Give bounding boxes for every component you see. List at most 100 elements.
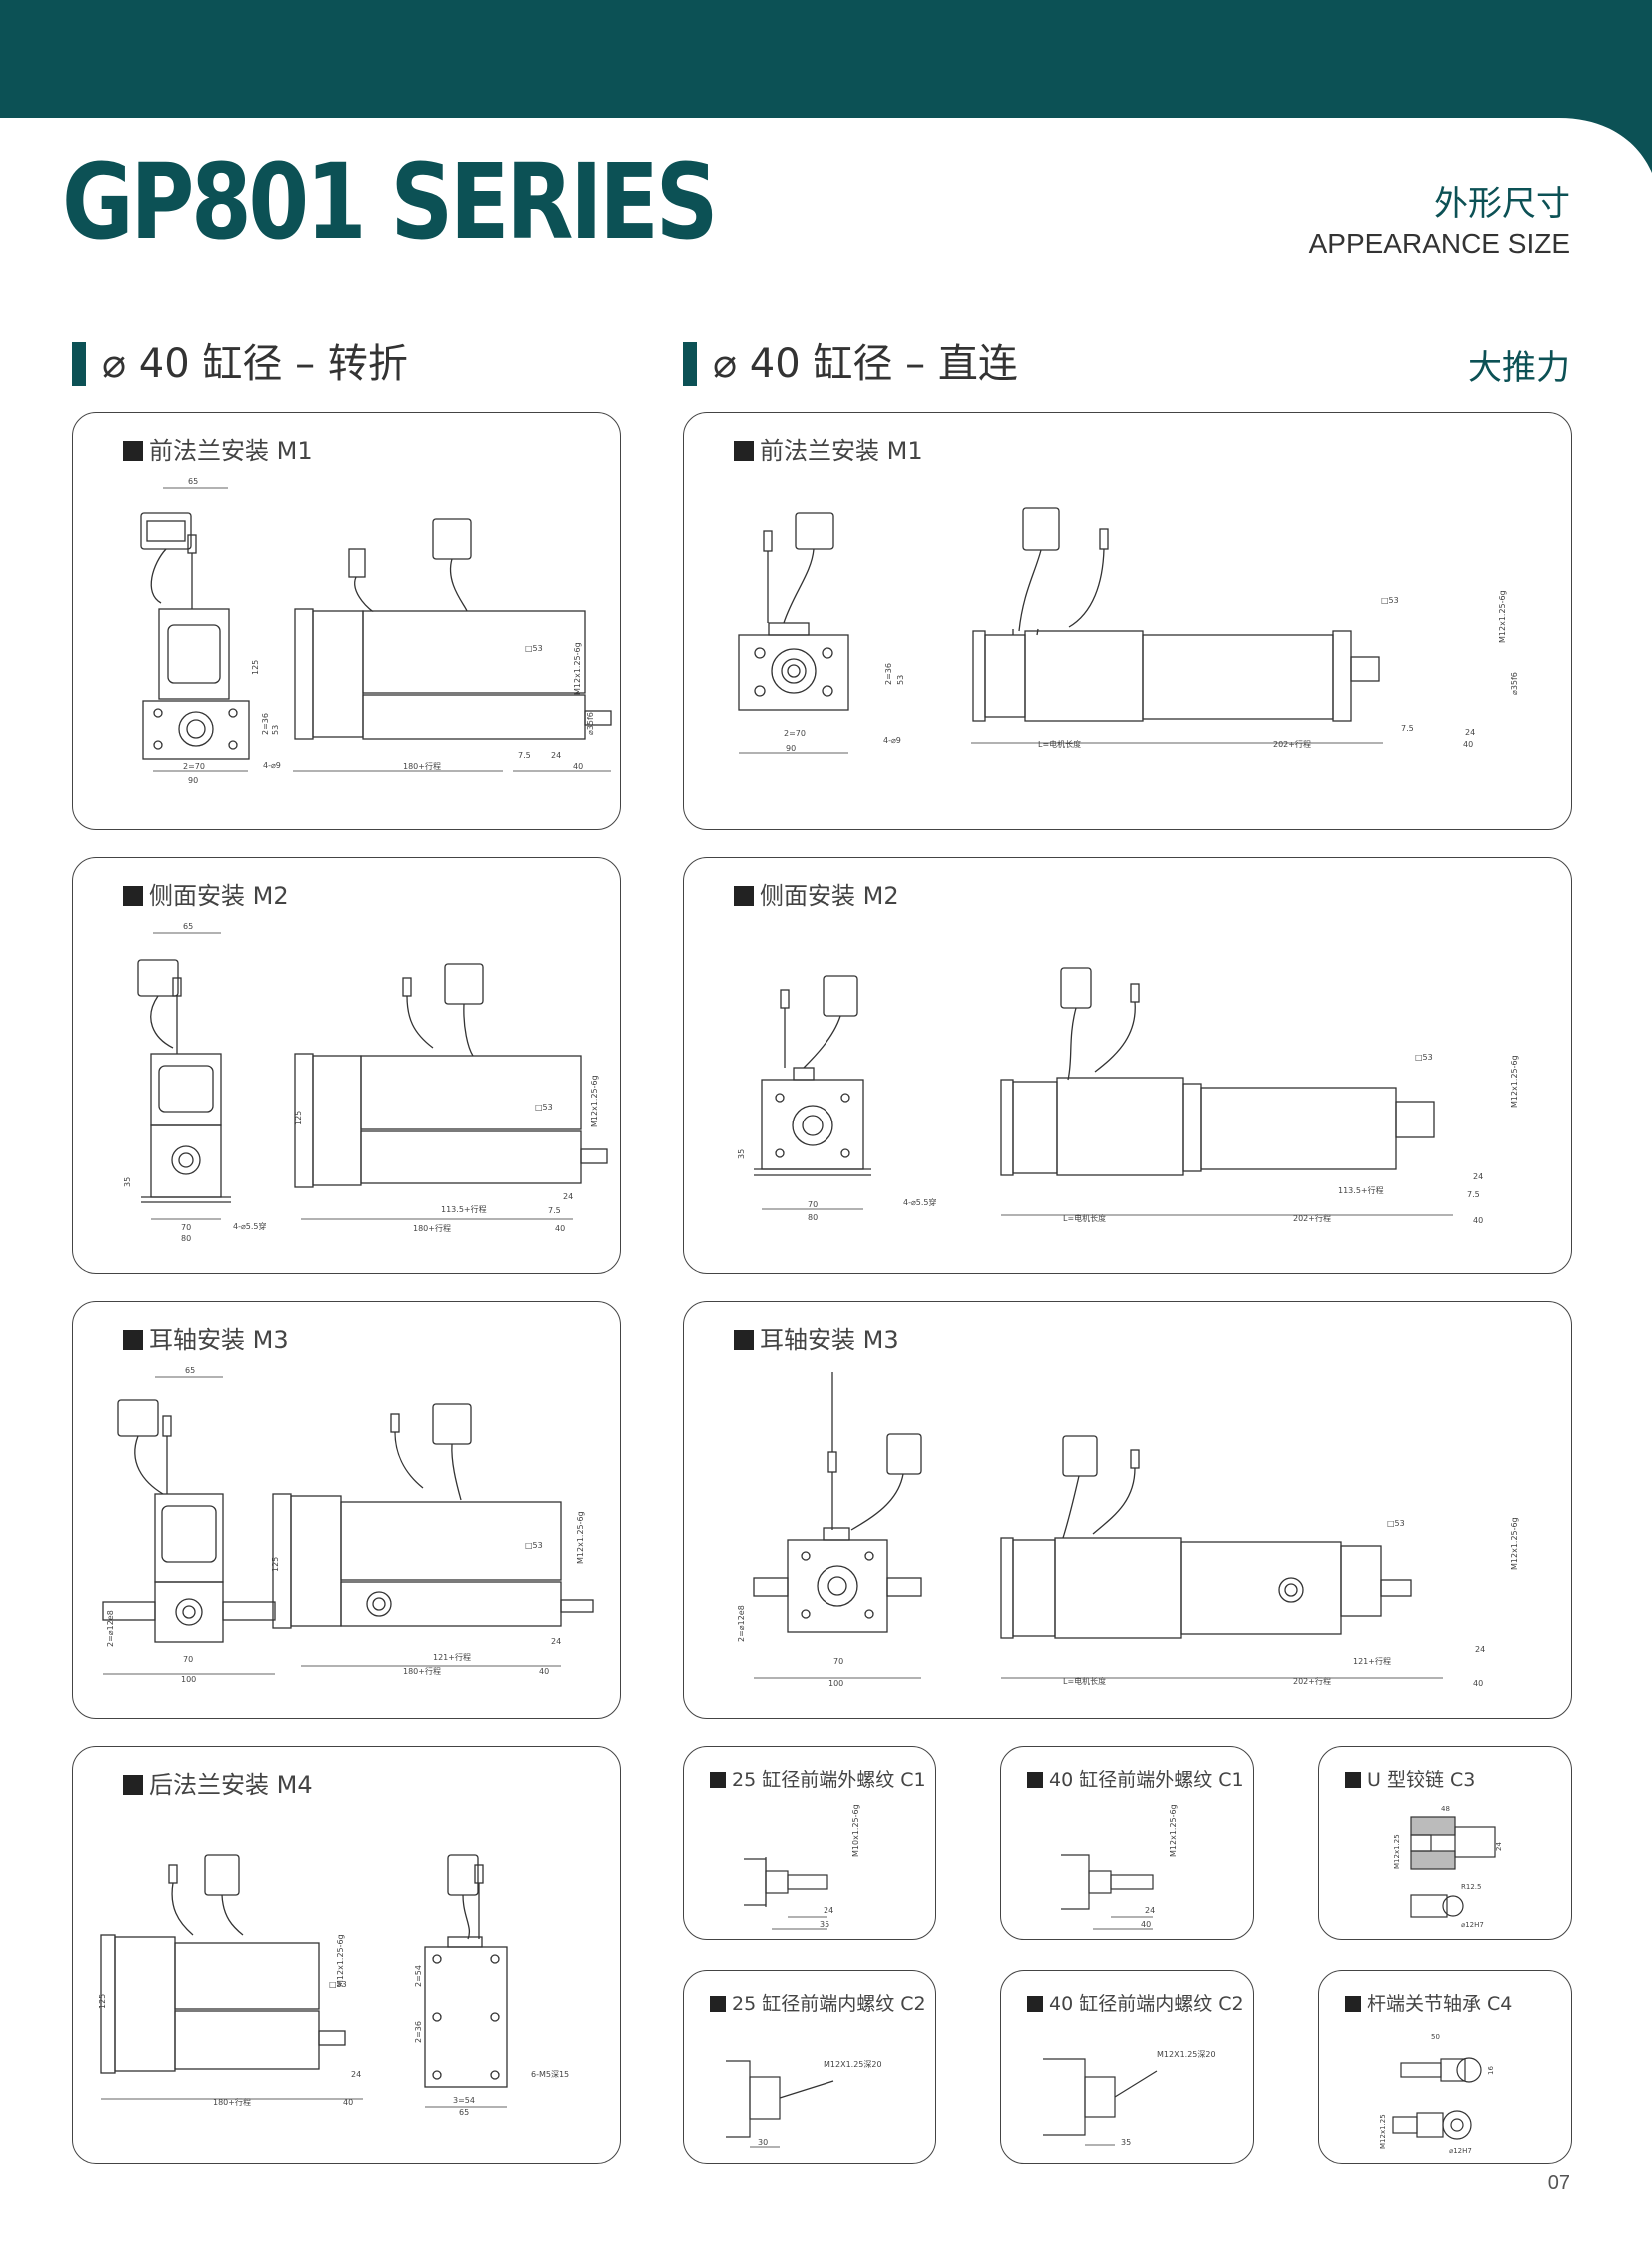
dim-text: 2=36 (414, 2021, 423, 2043)
drawing-c1-25: M10x1.25-6g 24 35 (744, 1804, 860, 1930)
dim-text: 90 (786, 744, 796, 753)
dim-text: 40 (1141, 1920, 1151, 1929)
bullet-square (1345, 1772, 1361, 1788)
dim-text: 53 (896, 675, 905, 685)
dim-text: 202+行程 (1273, 739, 1311, 749)
drawing-m1-direct: 2=36 53 2=70 90 4-⌀9 □53 M12x1.25-6g ⌀35… (738, 507, 1519, 754)
dim-text: M12x1.25-6g (1510, 1055, 1519, 1108)
card-c1-25: M10x1.25-6g 24 35 25 缸径前端外螺纹 C1 (683, 1746, 936, 1940)
card-c1-40: M12x1.25-6g 24 40 40 缸径前端外螺纹 C1 (1000, 1746, 1254, 1940)
bullet-square (123, 1330, 143, 1350)
card-label-text: U 型铰链 C3 (1367, 1769, 1476, 1791)
card-label-text: 前法兰安装 M1 (760, 437, 923, 465)
dim-text: 24 (1473, 1172, 1483, 1181)
page-title: GP801 SERIES (62, 141, 719, 263)
dim-text: M12x1.25-6g (1510, 1517, 1519, 1570)
card-label: 25 缸径前端外螺纹 C1 (710, 1765, 926, 1792)
bullet-square (123, 1775, 143, 1795)
card-m1-fold: 65 125 2=36 53 2=70 90 4-⌀9 □53 M12x1.25… (72, 412, 621, 830)
dim-text: 121+行程 (433, 1652, 471, 1662)
bullet-square (710, 1996, 726, 2012)
dim-text: □53 (525, 644, 543, 653)
dim-text: 100 (181, 1675, 196, 1684)
dim-text: 50 (1431, 2033, 1440, 2041)
dim-text: 24 (551, 751, 561, 760)
header-bar (0, 0, 1652, 118)
card-label: 侧面安装 M2 (123, 876, 289, 911)
card-label: 后法兰安装 M4 (123, 1765, 313, 1800)
dim-text: 65 (183, 922, 193, 931)
card-label-text: 40 缸径前端内螺纹 C2 (1049, 1993, 1244, 2015)
dim-text: 53 (271, 725, 280, 735)
dim-text: 30 (758, 2138, 768, 2147)
dim-text: R12.5 (1461, 1883, 1481, 1891)
dim-text: 3=54 (453, 2096, 475, 2105)
card-label: U 型铰链 C3 (1345, 1765, 1475, 1792)
dim-text: 80 (181, 1234, 191, 1243)
bullet-square (734, 441, 754, 461)
dim-text: 2=70 (183, 762, 205, 771)
dim-text: 100 (828, 1679, 843, 1688)
drawing-c2-40: M12X1.25深20 35 (1043, 2050, 1216, 2147)
card-label: 前法兰安装 M1 (734, 431, 923, 466)
dim-text: 202+行程 (1293, 1676, 1331, 1686)
section-label-right: ⌀ 40 缸径 – 直连 (713, 341, 1018, 387)
section-marker (72, 342, 86, 386)
drawing-c3: 48 24 M12x1.25 R12.5 ⌀12H7 (1393, 1805, 1503, 1929)
bullet-square (1027, 1772, 1043, 1788)
card-c4: 50 16 M12x1.25 ⌀12H7 杆端关节轴承 C4 (1318, 1970, 1572, 2164)
dim-text: L=电机长度 (1063, 1676, 1106, 1686)
header-corner-curve (1559, 110, 1652, 174)
drawing-m4-fold: 125 □53 M12x1.25-6g 180+行程 24 40 2=54 2=… (98, 1854, 569, 2117)
dim-text: 24 (1495, 1842, 1503, 1851)
bullet-square (123, 886, 143, 906)
section-label-left: ⌀ 40 缸径 – 转折 (102, 341, 408, 387)
dim-text: 24 (1475, 1645, 1485, 1654)
card-label-text: 耳轴安装 M3 (760, 1326, 899, 1354)
dim-text: 65 (188, 477, 198, 486)
dim-text: M12X1.25深20 (824, 2060, 882, 2069)
drawing-m3-fold: 65 125 2=⌀12e8 70 100 □53 M12x1.25-6g 12… (102, 1366, 594, 1684)
card-label: 40 缸径前端外螺纹 C1 (1027, 1765, 1244, 1792)
dim-text: L=电机长度 (1063, 1213, 1106, 1223)
dim-text: 35 (1121, 2138, 1131, 2147)
card-label: 耳轴安装 M3 (734, 1320, 899, 1355)
dim-text: M12X1.25深20 (1157, 2050, 1216, 2059)
section-tag-high-thrust: 大推力 (1468, 348, 1570, 388)
bullet-square (1027, 1996, 1043, 2012)
bullet-square (710, 1772, 726, 1788)
section-heading-right: ⌀ 40 缸径 – 直连 (683, 338, 1018, 387)
dim-text: ⌀35f6 (1510, 672, 1519, 695)
dim-text: ⌀12H7 (1461, 1921, 1484, 1929)
drawing-c1-40: M12x1.25-6g 24 40 (1061, 1804, 1178, 1930)
dim-text: ⌀35f6 (586, 712, 595, 735)
dim-text: □53 (525, 1541, 543, 1550)
card-label: 25 缸径前端内螺纹 C2 (710, 1989, 926, 2016)
dim-text: M12x1.25-6g (1498, 590, 1507, 643)
dim-text: 35 (737, 1149, 746, 1159)
dim-text: 2=70 (784, 729, 806, 738)
dim-text: M12x1.25-6g (1169, 1804, 1178, 1857)
card-c2-25: M12X1.25深20 30 25 缸径前端内螺纹 C2 (683, 1970, 936, 2164)
dim-text: 125 (251, 660, 260, 675)
dim-text: M12x1.25-6g (590, 1075, 599, 1127)
dim-text: M12x1.25 (1393, 1834, 1401, 1869)
card-label: 耳轴安装 M3 (123, 1320, 289, 1355)
card-m4-fold: 125 □53 M12x1.25-6g 180+行程 24 40 2=54 2=… (72, 1746, 621, 2164)
dim-text: 125 (294, 1111, 303, 1125)
dim-text: 24 (824, 1906, 833, 1915)
dim-text: 4-⌀9 (263, 761, 281, 770)
dim-text: 4-⌀9 (883, 736, 901, 745)
card-label: 40 缸径前端内螺纹 C2 (1027, 1989, 1244, 2016)
card-m2-fold: 65 125 35 70 80 4-⌀5.5穿 □53 M12x1.25-6g … (72, 857, 621, 1274)
dim-text: 40 (555, 1224, 565, 1233)
dim-text: M10x1.25-6g (851, 1804, 860, 1857)
drawing-m3-direct: 2=⌀12e8 70 100 □53 M12x1.25-6g L=电机长度 20… (737, 1372, 1519, 1688)
dim-text: 65 (459, 2108, 469, 2117)
dim-text: 16 (1487, 2066, 1495, 2075)
dim-text: 24 (1145, 1906, 1155, 1915)
page-number: 07 (1547, 2172, 1570, 2194)
drawing-m2-direct: 35 70 80 4-⌀5.5穿 □53 M12x1.25-6g L=电机长度 … (737, 967, 1519, 1225)
dim-text: 180+行程 (213, 2097, 251, 2107)
card-label: 侧面安装 M2 (734, 876, 899, 911)
